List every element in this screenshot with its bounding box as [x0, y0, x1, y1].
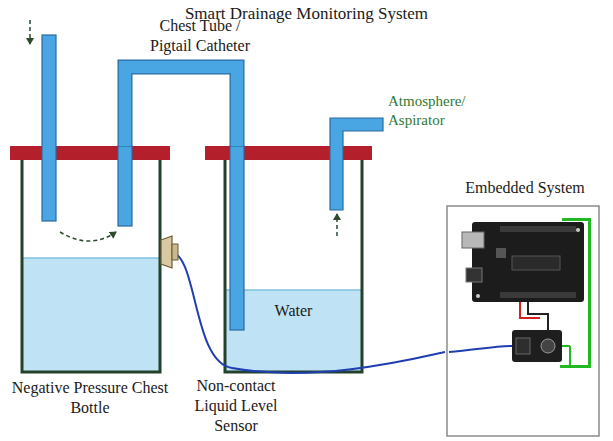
water-label: Water [225, 301, 362, 321]
node-region: Negative Pressure Chest Bottle [10, 146, 170, 374]
tube-label: Chest Tube / Pigtail Catheter [140, 16, 260, 56]
node-region: Water [205, 146, 372, 374]
sensor-module [449, 302, 570, 367]
arduino-board [462, 218, 591, 368]
chest-tube [30, 20, 116, 241]
sensor-plug [172, 244, 178, 260]
drain-tube [125, 67, 237, 146]
sensor-label: Non-contact Liquid Level Sensor [188, 376, 284, 436]
sensor-wire [170, 252, 445, 373]
system-frame [447, 206, 599, 436]
system-heading: Embedded System [445, 178, 605, 198]
aspirator-tube [330, 118, 383, 236]
chest-bottle [10, 146, 170, 372]
node-region: Embedded System [445, 178, 605, 438]
aspirator-label: Atmosphere/ Aspirator [388, 92, 488, 130]
bottle-label: Negative Pressure Chest Bottle [10, 378, 170, 418]
connecting-tube-ends [118, 146, 244, 330]
level-sensor [161, 236, 172, 268]
water-bottle [205, 146, 372, 372]
